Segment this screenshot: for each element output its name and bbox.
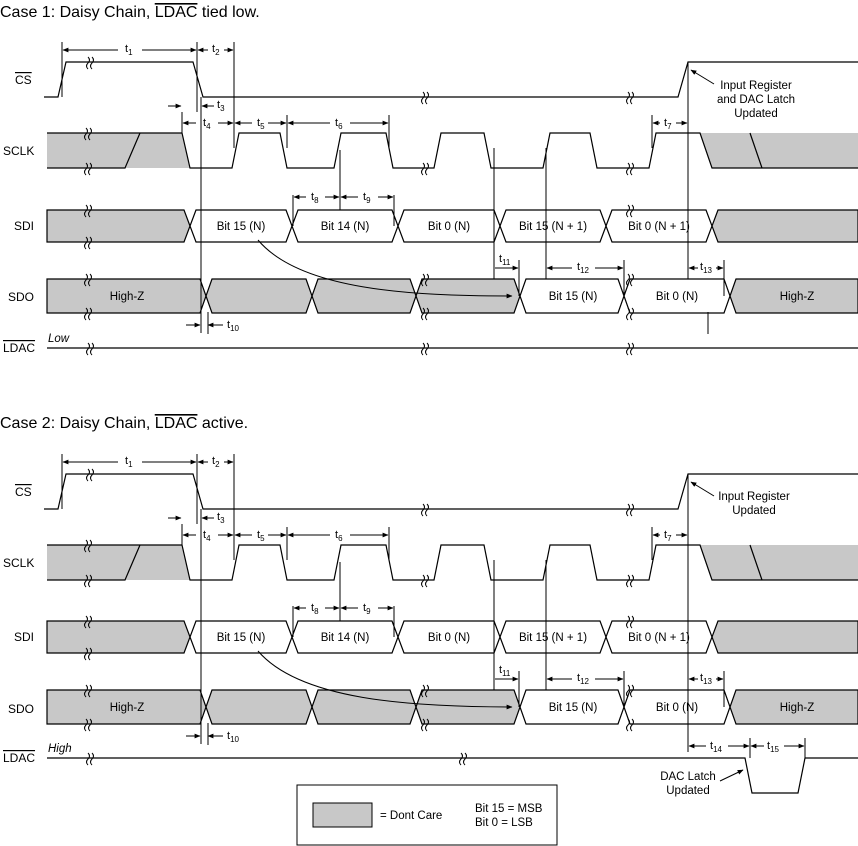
case2-label-t6: t6 bbox=[335, 529, 343, 543]
case2-label-t9: t9 bbox=[363, 602, 371, 616]
case1-label-t6: t6 bbox=[335, 117, 343, 131]
case2-sdi-cell-bit14: Bit 14 (N) bbox=[321, 632, 370, 644]
case2-sdo-highz-left: High-Z bbox=[110, 702, 145, 714]
case1-label-t7: t7 bbox=[664, 117, 672, 131]
case2-timing-arrows bbox=[62, 459, 805, 749]
case1-note-leader bbox=[690, 69, 715, 85]
case1-sclk-waveform bbox=[47, 132, 858, 169]
legend-dont-care-label: = Dont Care bbox=[380, 810, 442, 822]
case2-label-t3: t3 bbox=[217, 511, 225, 525]
case2-label-t2: t2 bbox=[212, 455, 220, 469]
case2-sdo-bus: High-Z Bit 15 (N) Bit 0 (N) High-Z bbox=[46, 689, 858, 725]
case1-sdi-label: SDI bbox=[14, 219, 34, 233]
case2-label-t8: t8 bbox=[311, 602, 319, 616]
case1-label-t12: t12 bbox=[577, 261, 590, 275]
case2-sdi-cell-bit0-next: Bit 0 (N + 1) bbox=[628, 632, 690, 644]
case2-sdo-highz-right: High-Z bbox=[780, 702, 815, 714]
case1-timing-arrows bbox=[62, 47, 724, 334]
case1-label-t9: t9 bbox=[363, 191, 371, 205]
case1-cs-waveform bbox=[44, 61, 858, 98]
case1-sdo-bit15: Bit 15 (N) bbox=[549, 291, 598, 303]
case1-sdo-highz-right: High-Z bbox=[780, 291, 815, 303]
case1-sclk-label: SCLK bbox=[3, 144, 34, 158]
case2-label-t10: t10 bbox=[227, 730, 240, 744]
case1-ldac-label: LDAC bbox=[3, 341, 35, 355]
case2-ldac-waveform bbox=[47, 757, 858, 794]
legend-msb-label: Bit 15 = MSB bbox=[475, 803, 543, 815]
case2-note-dac-leader bbox=[719, 769, 744, 782]
case1-bit15-flow-arrow bbox=[257, 239, 513, 299]
case1-sdi-cell-bit0: Bit 0 (N) bbox=[428, 221, 470, 233]
case1-label-t5: t5 bbox=[257, 117, 265, 131]
case2-sdo-bit15: Bit 15 (N) bbox=[549, 702, 598, 714]
case1-sdo-label: SDO bbox=[8, 290, 34, 304]
case2-sdi-bus: Bit 15 (N) Bit 14 (N) Bit 0 (N) Bit 15 (… bbox=[46, 620, 858, 654]
case1-cs-label: CS bbox=[15, 73, 32, 87]
case2-sclk-waveform bbox=[47, 544, 858, 581]
case1-sdi-cell-bit0-next: Bit 0 (N + 1) bbox=[628, 221, 690, 233]
case2-break-marks bbox=[84, 468, 634, 766]
case2-timing-labels: t1 t2 t3 t4 t5 t6 t7 t8 t9 t10 t11 t12 t… bbox=[125, 455, 780, 754]
case2-sdo-label: SDO bbox=[8, 702, 34, 716]
case1-label-t8: t8 bbox=[311, 191, 319, 205]
case1-label-t2: t2 bbox=[212, 43, 220, 57]
case2-label-t15: t15 bbox=[767, 740, 780, 754]
case2-sclk-label: SCLK bbox=[3, 556, 34, 570]
case1-sdo-bit0: Bit 0 (N) bbox=[656, 291, 698, 303]
case2-label-t4: t4 bbox=[203, 529, 211, 543]
case1-label-t13: t13 bbox=[700, 261, 713, 275]
case2-cs-waveform bbox=[44, 473, 858, 510]
case2-sdi-cell-bit0: Bit 0 (N) bbox=[428, 632, 470, 644]
case2-sdo-bit0: Bit 0 (N) bbox=[656, 702, 698, 714]
case2-label-t11: t11 bbox=[499, 664, 511, 678]
case1-label-t1: t1 bbox=[125, 43, 133, 57]
case2-bit15-flow-arrow bbox=[257, 650, 513, 710]
case2-diagram: Case 2: Daisy Chain, LDAC active. CS SCL… bbox=[0, 415, 858, 797]
case2-sdi-label: SDI bbox=[14, 630, 34, 644]
case1-label-t10: t10 bbox=[227, 319, 240, 333]
case2-note-input-leader bbox=[690, 481, 715, 497]
case1-sdi-bus: Bit 15 (N) Bit 14 (N) Bit 0 (N) Bit 15 (… bbox=[46, 209, 858, 243]
case1-break-marks bbox=[84, 56, 634, 356]
case2-title: Case 2: Daisy Chain, LDAC active. bbox=[0, 415, 248, 432]
case1-sdo-bus: High-Z Bit 15 (N) Bit 0 (N) High-Z bbox=[46, 278, 858, 314]
case1-reference-lines bbox=[61, 42, 725, 333]
legend-lsb-label: Bit 0 = LSB bbox=[475, 817, 533, 829]
case2-label-t5: t5 bbox=[257, 529, 265, 543]
case1-sdi-cell-bit15: Bit 15 (N) bbox=[217, 221, 266, 233]
case2-ldac-label: LDAC bbox=[3, 751, 35, 765]
case1-label-t3: t3 bbox=[217, 99, 225, 113]
case2-label-t14: t14 bbox=[710, 740, 723, 754]
case1-timing-labels: t1 t2 t3 t4 t5 t6 t7 t8 t9 t10 t11 t12 t… bbox=[125, 43, 713, 333]
case2-label-t12: t12 bbox=[577, 672, 590, 686]
case2-reference-lines bbox=[61, 454, 806, 758]
case1-label-t11: t11 bbox=[499, 253, 511, 267]
case1-sdi-cell-bit15-next: Bit 15 (N + 1) bbox=[519, 221, 587, 233]
case2-sdi-cell-bit15: Bit 15 (N) bbox=[217, 632, 266, 644]
legend-dont-care-swatch bbox=[312, 802, 373, 828]
case1-sdi-cell-bit14: Bit 14 (N) bbox=[321, 221, 370, 233]
case2-cs-label: CS bbox=[15, 485, 32, 499]
case1-diagram: Case 1: Daisy Chain, LDAC tied low. CS S… bbox=[0, 4, 858, 356]
case2-label-t13: t13 bbox=[700, 672, 713, 686]
case1-ldac-level: Low bbox=[48, 333, 70, 345]
case1-label-t4: t4 bbox=[203, 117, 211, 131]
case2-label-t1: t1 bbox=[125, 455, 133, 469]
case1-title: Case 1: Daisy Chain, LDAC tied low. bbox=[0, 4, 260, 21]
legend: = Dont Care Bit 15 = MSB Bit 0 = LSB bbox=[296, 784, 558, 846]
case1-sdo-highz-left: High-Z bbox=[110, 291, 145, 303]
case2-ldac-level: High bbox=[48, 743, 72, 755]
case2-sdi-cell-bit15-next: Bit 15 (N + 1) bbox=[519, 632, 587, 644]
case2-label-t7: t7 bbox=[664, 529, 672, 543]
